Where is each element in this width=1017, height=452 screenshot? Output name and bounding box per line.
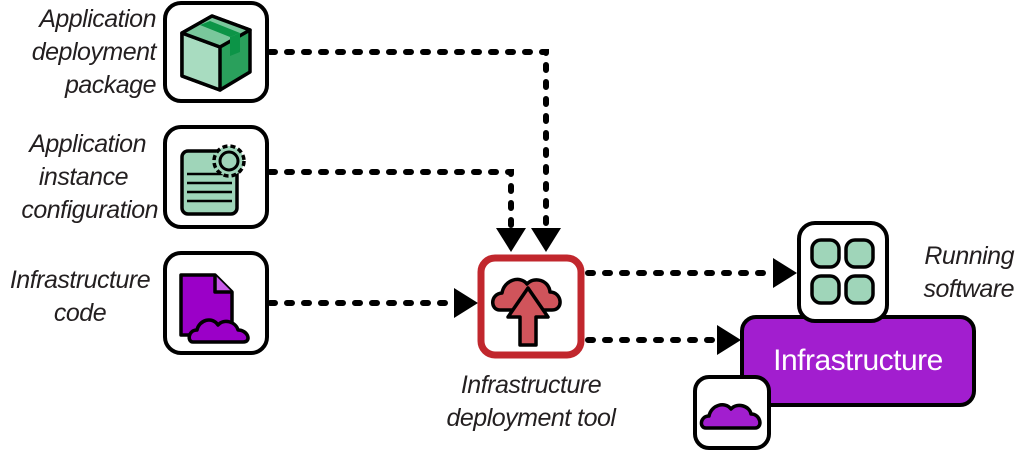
label-line: Infrastructure: [460, 371, 602, 399]
config-box: [163, 125, 269, 229]
label-line: instance: [38, 163, 129, 191]
label-line: code: [53, 299, 107, 327]
arrowhead-config: [496, 228, 526, 252]
running-software-box: [797, 221, 889, 323]
label-line: package: [64, 71, 157, 99]
cloud-icon: [699, 403, 762, 430]
label-line: configuration: [21, 196, 158, 224]
config-document-gear-icon: [180, 144, 246, 216]
label-infra-code: Infrastructure code: [0, 264, 160, 330]
label-app-config: Application instance configuration: [21, 128, 158, 227]
arrowhead-infrastructure: [717, 325, 741, 355]
package-box-icon: [180, 14, 252, 92]
label-deployment-tool: Infrastructure deployment tool: [420, 369, 642, 435]
deployment-tool-box: [477, 254, 585, 359]
label-line: deployment: [31, 38, 157, 66]
label-app-package: Application deployment package: [31, 3, 157, 102]
connector-package-to-tool: [267, 49, 549, 231]
app-grid-icon: [810, 238, 875, 305]
label-line: Infrastructure: [9, 266, 151, 294]
code-file-cloud-icon: [179, 273, 250, 344]
connector-config-to-tool: [267, 169, 514, 231]
arrowhead-code: [454, 288, 478, 318]
infrastructure-label: Infrastructure: [773, 344, 943, 377]
arrowhead-software: [773, 258, 797, 288]
label-line: deployment tool: [446, 404, 616, 432]
code-box: [163, 251, 269, 355]
label-running-software: Running software: [923, 240, 1015, 306]
cloud-upload-icon: [491, 277, 562, 347]
label-line: Running: [924, 242, 1014, 270]
infrastructure-cloud-box: [693, 375, 771, 450]
label-line: software: [923, 275, 1015, 303]
label-line: Application: [39, 5, 156, 33]
label-line: Application: [29, 130, 146, 158]
package-box: [163, 1, 269, 103]
arrowhead-package: [531, 228, 561, 252]
